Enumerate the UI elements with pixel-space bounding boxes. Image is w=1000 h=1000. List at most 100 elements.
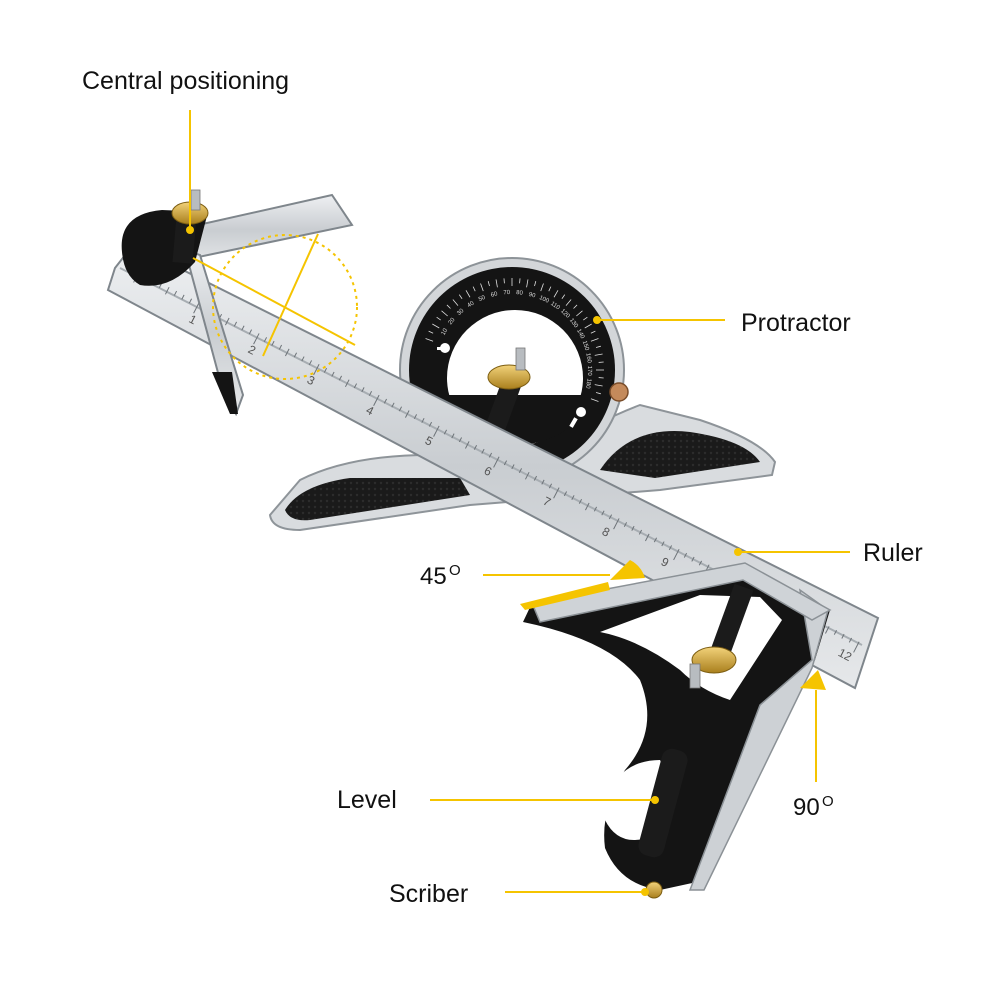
callout-level (430, 796, 659, 804)
protractor-tick (425, 338, 434, 342)
protractor-number: 100 (538, 295, 550, 305)
protractor-brass-nut (487, 364, 531, 390)
ruler-tick (353, 383, 358, 389)
protractor-tick (590, 398, 599, 402)
ruler-tick (601, 510, 605, 516)
ruler-tick (503, 460, 508, 466)
centre-head-screw (190, 189, 201, 211)
ruler-tick (278, 344, 283, 350)
ruler-tick (323, 367, 328, 373)
label-90-degrees-symbol: O (822, 793, 834, 810)
ruler-tick (458, 437, 463, 443)
ruler-tick (344, 379, 350, 388)
protractor-pointer-right (569, 407, 586, 428)
protractor-number: 150 (581, 340, 590, 352)
square-head-post (710, 583, 754, 657)
protractor-tick (561, 294, 566, 299)
protractor-base-grip-right (600, 431, 760, 478)
label-45-degrees-symbol: O (449, 562, 461, 579)
ruler-tick (361, 387, 365, 393)
protractor-number: 30 (456, 308, 465, 317)
angle-45-marker (483, 560, 645, 610)
protractor-number: 10 (441, 327, 450, 336)
ruler-tick (548, 483, 553, 489)
ruler-tick (331, 371, 335, 377)
protractor-pointer-left (437, 343, 450, 353)
protractor-tick (594, 353, 603, 356)
ruler-tick (313, 364, 320, 376)
protractor-tick (436, 316, 441, 321)
ruler-tick (653, 537, 658, 543)
ruler-number: 12 (836, 645, 855, 664)
protractor-tick (441, 310, 448, 317)
ruler-tick (368, 391, 373, 396)
ruler-tick (293, 352, 298, 358)
ruler-tick (638, 529, 643, 535)
protractor-tick (540, 283, 544, 292)
protractor-tick (590, 338, 599, 342)
square-head-brass-nut (691, 646, 737, 674)
square-head-screw (689, 663, 701, 689)
ruler-tick (338, 375, 343, 381)
ruler-tick (181, 294, 185, 300)
label-scriber: Scriber (389, 880, 468, 908)
ruler-tick (691, 556, 695, 562)
protractor-number: 110 (549, 301, 561, 312)
protractor-tick (595, 345, 601, 348)
ruler-tick (493, 456, 500, 468)
protractor-tick (583, 316, 588, 321)
ruler-tick (464, 441, 470, 449)
ruler-tick (308, 360, 313, 366)
ruler-tick (404, 410, 410, 418)
protractor-number: 90 (528, 292, 537, 300)
square-head (523, 562, 832, 899)
ruler-tick (373, 394, 380, 407)
ruler-tick (413, 414, 418, 420)
label-level: Level (337, 786, 397, 814)
ruler-tick (253, 333, 260, 345)
ruler-tick (623, 522, 628, 527)
ruler-tick (188, 298, 193, 304)
protractor-tick (595, 392, 601, 395)
ruler-tick (433, 425, 440, 437)
protractor-tick (465, 290, 471, 298)
protractor-number: 160 (584, 353, 592, 364)
ruler-tick (584, 502, 590, 511)
callout-central-positioning (186, 110, 194, 234)
protractor-number: 60 (490, 291, 499, 299)
ruler-tick (833, 629, 838, 635)
ruler-tick (848, 637, 853, 643)
protractor-tick (432, 323, 440, 329)
protractor-number: 70 (503, 290, 511, 296)
protractor-tick (446, 304, 451, 309)
protractor-number: 40 (467, 300, 476, 309)
ruler-tick (853, 641, 860, 653)
ruler-tick (631, 525, 635, 531)
protractor-tick (553, 290, 559, 298)
ruler-tick (421, 418, 425, 423)
protractor-number: 130 (568, 318, 579, 330)
ruler-tick (443, 429, 448, 435)
centre-head (121, 189, 354, 417)
label-ruler: Ruler (863, 539, 923, 567)
protractor-tick (526, 279, 529, 288)
protractor-tick (534, 281, 537, 287)
protractor-tick (590, 330, 596, 334)
protractor-tick (573, 304, 578, 309)
protractor-number: 140 (575, 328, 585, 340)
ruler-tick (398, 406, 403, 412)
ruler-tick (241, 325, 245, 331)
callout-scriber (505, 888, 649, 896)
ruler-tick (578, 498, 583, 504)
ruler-tick (841, 633, 845, 639)
square-head-face (688, 588, 829, 891)
protractor-tick (458, 294, 463, 299)
ruler-tick (263, 337, 268, 342)
ruler-tick (481, 448, 485, 454)
protractor-number: 180 (584, 378, 592, 390)
ruler-tick (451, 433, 455, 439)
protractor-tick (452, 299, 459, 306)
protractor-tick (480, 283, 484, 292)
